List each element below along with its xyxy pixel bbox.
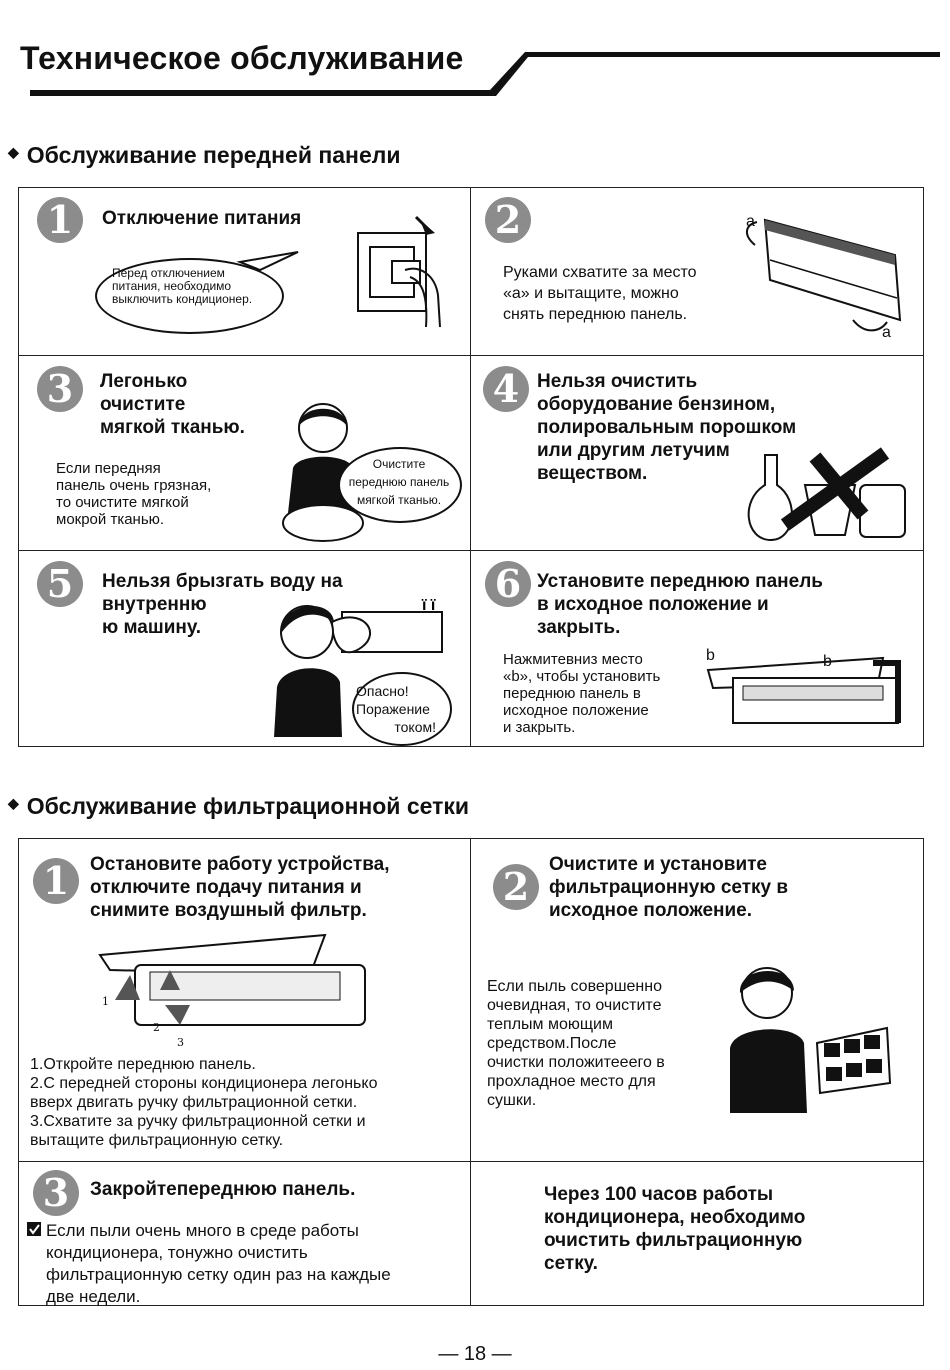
diagram-label: 1 bbox=[102, 995, 109, 1008]
diagram-label: 3 bbox=[177, 1036, 184, 1049]
step-text: Руками схватите за место«a» и вытащите, … bbox=[503, 264, 697, 323]
step-number-badge: 1 bbox=[37, 197, 83, 243]
label-a: a bbox=[746, 213, 755, 230]
grid-divider bbox=[18, 355, 923, 356]
person-spraying-illustration: ï ï bbox=[274, 597, 443, 737]
ac-unit-illustration bbox=[746, 218, 902, 332]
step-number-badge: 5 bbox=[37, 561, 83, 607]
step-heading: Остановите работу устройства,отключите п… bbox=[90, 854, 390, 921]
speech-bubble bbox=[352, 672, 452, 746]
title-underline bbox=[30, 52, 940, 96]
step-number-badge: 6 bbox=[485, 561, 531, 607]
grid-divider bbox=[18, 1161, 923, 1162]
person-washing-filter-illustration bbox=[730, 967, 892, 1113]
label-b: b bbox=[823, 653, 832, 670]
svg-text:ï ï: ï ï bbox=[421, 597, 436, 614]
step-number-badge: 4 bbox=[483, 366, 529, 412]
prohibited-chemicals-icon bbox=[747, 447, 906, 542]
step-heading: Отключение питания bbox=[102, 208, 302, 229]
checkbox-note-icon bbox=[27, 1222, 41, 1236]
speech-bubble bbox=[95, 258, 284, 334]
step-number-badge: 2 bbox=[485, 197, 531, 243]
filter-grid bbox=[18, 838, 924, 1306]
step-number-badge: 1 bbox=[33, 858, 79, 904]
step-number-badge: 3 bbox=[33, 1170, 79, 1216]
grid-divider bbox=[470, 187, 471, 746]
grid-divider bbox=[18, 550, 923, 551]
diamond-bullet-icon: ◆ bbox=[8, 144, 19, 160]
section-title-filter: ◆Обслуживание фильтрационной сетки bbox=[8, 793, 470, 819]
speech-bubble bbox=[338, 447, 462, 523]
grid-divider bbox=[470, 838, 471, 1305]
diamond-bullet-icon: ◆ bbox=[8, 795, 19, 811]
page-title: Техническое обслуживание bbox=[20, 40, 464, 76]
section-title-front-panel: ◆Обслуживание передней панели bbox=[8, 142, 401, 168]
bubble-tail bbox=[236, 251, 299, 272]
step-list: 1.Откройте переднюю панель.2.С передней … bbox=[30, 1056, 378, 1149]
ac-open-panel-illustration bbox=[706, 656, 901, 724]
power-plug-icon bbox=[357, 215, 441, 328]
filter-removal-illustration bbox=[98, 933, 366, 1026]
label-b: b bbox=[706, 647, 715, 664]
step-heading: Закройтепереднюю панель. bbox=[90, 1179, 356, 1200]
page-number: — 18 — bbox=[438, 1343, 512, 1365]
step-number-badge: 2 bbox=[493, 864, 539, 910]
step-number-badge: 3 bbox=[37, 366, 83, 412]
person-cleaning-illustration bbox=[282, 403, 364, 542]
front-panel-grid bbox=[18, 187, 924, 747]
diagram-label: 2 bbox=[153, 1021, 160, 1034]
label-a: a bbox=[882, 324, 891, 341]
